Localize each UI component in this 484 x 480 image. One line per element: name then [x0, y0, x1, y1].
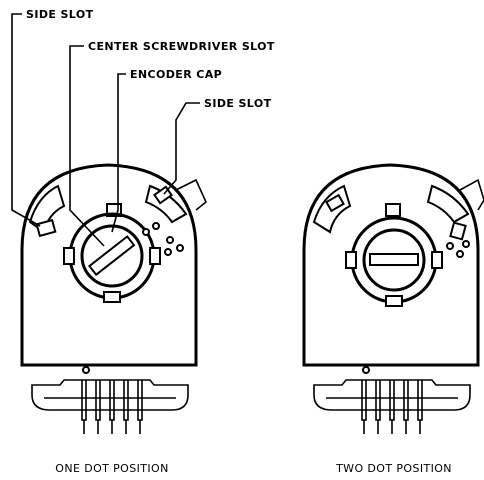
leader-side-slot-left: [11, 13, 41, 227]
leader-center-screwdriver-slot: [69, 45, 105, 247]
right-pins: [361, 380, 423, 434]
right-pin-hole: [362, 366, 370, 374]
right-center-screwdriver-slot: [369, 253, 419, 266]
left-cap-notch-bottom: [103, 291, 121, 303]
caption-one-dot-position: ONE DOT POSITION: [55, 462, 168, 475]
label-center-screwdriver-slot: CENTER SCREWDRIVER SLOT: [88, 40, 275, 53]
left-encoder-body: [20, 163, 198, 367]
right-cap-notch-left: [345, 251, 357, 269]
left-pins: [81, 380, 143, 434]
right-side-slot-right: [449, 221, 467, 241]
right-dot-3: [462, 240, 470, 248]
left-encoder-cap: [80, 224, 144, 288]
leader-lines: [11, 13, 200, 247]
left-dot-3: [166, 236, 174, 244]
right-connector-housing: [313, 379, 471, 411]
label-side-slot-right: SIDE SLOT: [204, 97, 272, 110]
label-encoder-cap: ENCODER CAP: [130, 68, 222, 81]
right-encoder-cap: [362, 228, 426, 292]
left-side-slot-left: [35, 218, 57, 238]
leader-encoder-cap: [111, 73, 126, 233]
left-dot-1: [142, 228, 150, 236]
right-dot-1: [446, 242, 454, 250]
label-side-slot-left: SIDE SLOT: [26, 8, 94, 21]
left-connector-housing: [31, 379, 189, 411]
right-dot-2: [456, 250, 464, 258]
caption-two-dot-position: TWO DOT POSITION: [335, 462, 452, 475]
leader-side-slot-right: [163, 102, 200, 195]
left-center-screwdriver-slot: [87, 235, 136, 277]
right-encoder-body: [302, 163, 480, 367]
right-cap-notch-right: [431, 251, 443, 269]
right-side-slot-left: [325, 193, 345, 213]
right-encoder: [302, 163, 484, 434]
right-cap-notch-bottom: [385, 295, 403, 307]
left-dot-2: [152, 222, 160, 230]
left-cap-notch-right: [149, 247, 161, 265]
right-top-tab: [385, 203, 401, 217]
right-side-slot-arc-right: [426, 184, 470, 224]
left-dot-5: [176, 244, 184, 252]
left-cap-notch-left: [63, 247, 75, 265]
left-pin-hole: [82, 366, 90, 374]
left-encoder: [20, 163, 207, 434]
right-encoder-ear: [459, 178, 484, 211]
left-encoder-ear: [175, 178, 207, 211]
left-dot-4: [164, 248, 172, 256]
